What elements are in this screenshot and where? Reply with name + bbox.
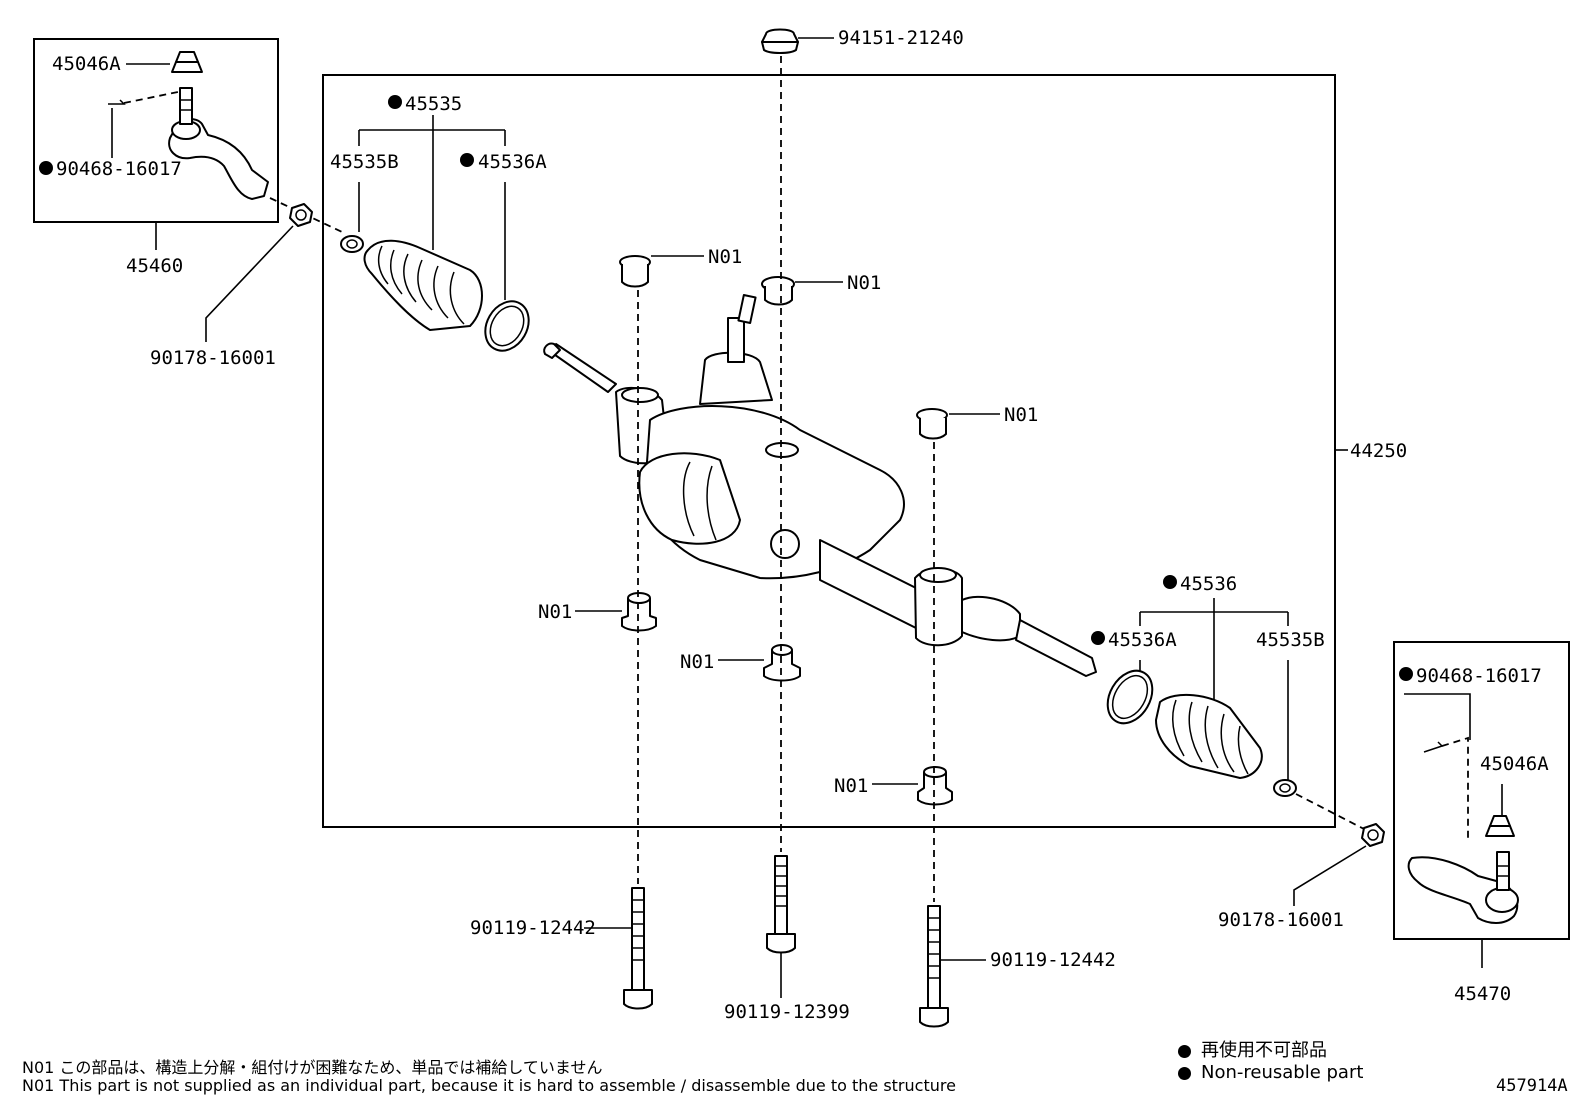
label-45460: 45460 <box>126 255 183 277</box>
castle-nut-45046a-right <box>1485 815 1515 837</box>
legend-dot <box>1178 1066 1191 1080</box>
label-90119-12399: 90119-12399 <box>724 1001 850 1023</box>
lock-nut-90178-right <box>1361 823 1385 847</box>
legend-non-reusable-en: Non-reusable part <box>1178 1062 1363 1083</box>
note-n01-japanese: N01 この部品は、構造上分解・組付けが困難なため、単品では補給していません <box>22 1058 603 1077</box>
steering-boot-45536-right <box>1155 693 1263 779</box>
cotter-pin-90468-right <box>1423 741 1444 753</box>
non-reusable-dot <box>39 161 53 175</box>
bushing-n01-d <box>621 592 657 632</box>
figure-id: 457914A <box>1496 1076 1568 1096</box>
label-90119-12442-left: 90119-12442 <box>470 917 596 939</box>
label-45046a-top: 45046A <box>52 53 121 75</box>
tie-rod-end-right <box>1407 851 1519 924</box>
label-90468-right: 90468-16017 <box>1416 665 1542 687</box>
label-45536: 45536 <box>1180 573 1237 595</box>
lock-nut-90178-left <box>289 203 313 227</box>
bolt-90119-12442-left <box>623 887 653 1010</box>
legend-dot <box>1178 1044 1191 1058</box>
legend-en-text: Non-reusable part <box>1201 1062 1364 1083</box>
label-n01-e: N01 <box>680 651 714 673</box>
label-n01-f: N01 <box>834 775 868 797</box>
bushing-n01-f <box>917 766 953 806</box>
label-45535: 45535 <box>405 93 462 115</box>
non-reusable-dot <box>388 95 402 109</box>
label-n01-a: N01 <box>708 246 742 268</box>
label-90468-top: 90468-16017 <box>56 158 182 180</box>
tie-rod-end-left <box>168 87 269 200</box>
boot-clip-45535b-right <box>1273 779 1297 797</box>
label-94151: 94151-21240 <box>838 27 964 49</box>
label-45046a-right: 45046A <box>1480 753 1549 775</box>
label-44250: 44250 <box>1350 440 1407 462</box>
bushing-n01-a <box>619 255 651 288</box>
bolt-90119-12442-right <box>919 905 949 1028</box>
note-n01-english: N01 This part is not supplied as an indi… <box>22 1076 956 1095</box>
legend-jp-text: 再使用不可部品 <box>1201 1040 1327 1061</box>
castle-nut-45046a-top <box>171 51 203 73</box>
cotter-pin-90468-top <box>108 99 126 105</box>
bolt-90119-12399 <box>766 855 796 954</box>
label-90119-12442-right: 90119-12442 <box>990 949 1116 971</box>
non-reusable-dot <box>1399 667 1413 681</box>
boot-clamp-45536a-right <box>1106 669 1154 725</box>
label-n01-b: N01 <box>847 272 881 294</box>
label-n01-c: N01 <box>1004 404 1038 426</box>
label-90178-right: 90178-16001 <box>1218 909 1344 931</box>
bushing-n01-b <box>761 276 795 306</box>
label-45535b-right: 45535B <box>1256 629 1325 651</box>
steering-rack-assembly <box>543 294 1097 677</box>
bushing-n01-e <box>763 644 801 682</box>
bushing-n01-c <box>916 408 948 440</box>
non-reusable-dot <box>1091 631 1105 645</box>
non-reusable-dot <box>460 153 474 167</box>
assembly-frame-44250 <box>322 74 1336 828</box>
label-45536a-left: 45536A <box>478 151 547 173</box>
boot-clamp-45536a-left <box>484 300 530 352</box>
label-90178-left: 90178-16001 <box>150 347 276 369</box>
nut-94151-21240 <box>761 28 799 54</box>
boot-clip-45535b-left <box>340 235 364 253</box>
label-n01-d: N01 <box>538 601 572 623</box>
label-45535b-left: 45535B <box>330 151 399 173</box>
non-reusable-dot <box>1163 575 1177 589</box>
legend-non-reusable-jp: 再使用不可部品 <box>1178 1036 1327 1062</box>
label-45536a-right: 45536A <box>1108 629 1177 651</box>
label-45470: 45470 <box>1454 983 1511 1005</box>
steering-boot-45535-left <box>363 239 483 331</box>
